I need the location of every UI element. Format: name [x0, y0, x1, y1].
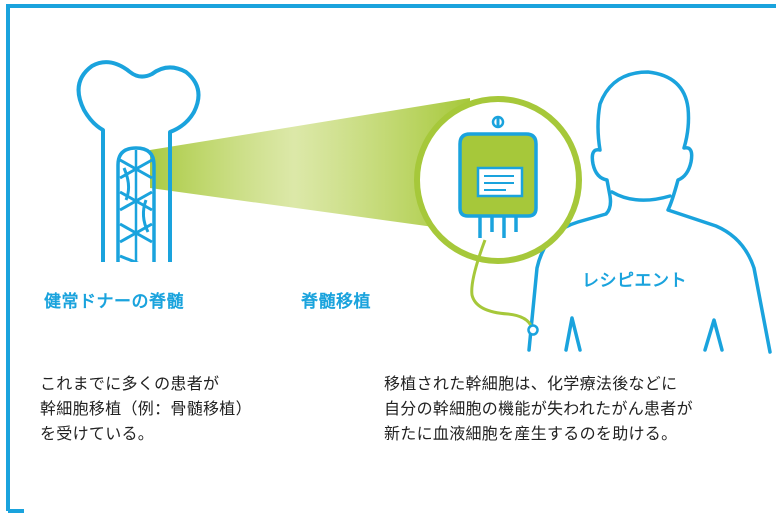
right-description: 移植された幹細胞は、化学療法後などに 自分の幹細胞の機能が失われたがん患者が 新… — [384, 371, 693, 446]
iv-tube-end — [527, 324, 539, 336]
right-description-line: 移植された幹細胞は、化学療法後などに — [384, 374, 678, 393]
zoom-beam — [150, 98, 470, 232]
frame-border — [6, 4, 776, 511]
transplant-label: 脊髄移植 — [301, 292, 371, 312]
left-description: これまでに多くの患者が 幹細胞移植（例：骨髄移植） を受けている。 — [40, 371, 252, 446]
donor-label: 健常ドナーの脊髄 — [44, 292, 184, 312]
right-description-line: 自分の幹細胞の機能が失われたがん患者が — [384, 399, 693, 418]
left-description-line: 幹細胞移植（例：骨髄移植） — [40, 399, 252, 418]
iv-tube — [470, 239, 534, 329]
person-icon — [527, 70, 772, 354]
right-description-line: 新たに血液細胞を産生するのを助ける。 — [384, 424, 678, 443]
bone-icon — [76, 60, 201, 262]
left-description-line: これまでに多くの患者が — [40, 374, 220, 393]
recipient-label: レシピエント — [582, 271, 687, 291]
iv-bag-icon — [414, 96, 582, 264]
left-description-line: を受けている。 — [40, 424, 155, 443]
